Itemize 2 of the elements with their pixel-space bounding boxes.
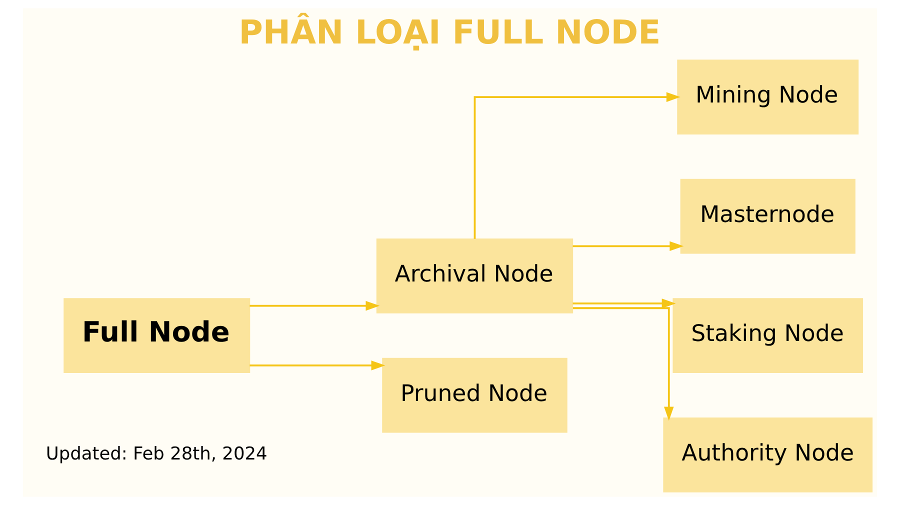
label: Updated: Feb 28th, 2024: [46, 444, 268, 465]
diagram-title: PHÂN LOẠI FULL NODE: [238, 12, 661, 52]
